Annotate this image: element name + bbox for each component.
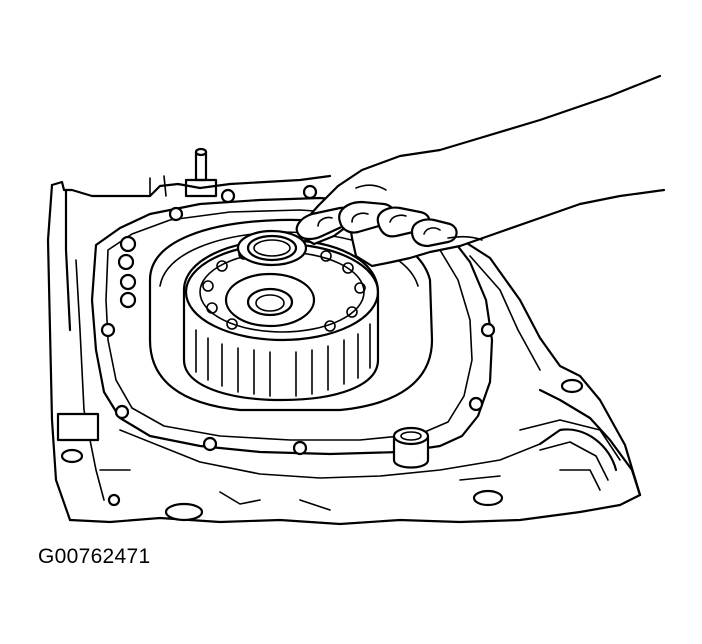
case-flange [90, 184, 496, 456]
technician-hand [295, 74, 666, 268]
transmission-case [46, 174, 642, 526]
thrust-bearing [236, 229, 308, 267]
plug [392, 426, 430, 469]
shaft-stub [184, 147, 218, 198]
case-details [56, 175, 621, 522]
figure-id-label: G00762471 [38, 545, 151, 568]
